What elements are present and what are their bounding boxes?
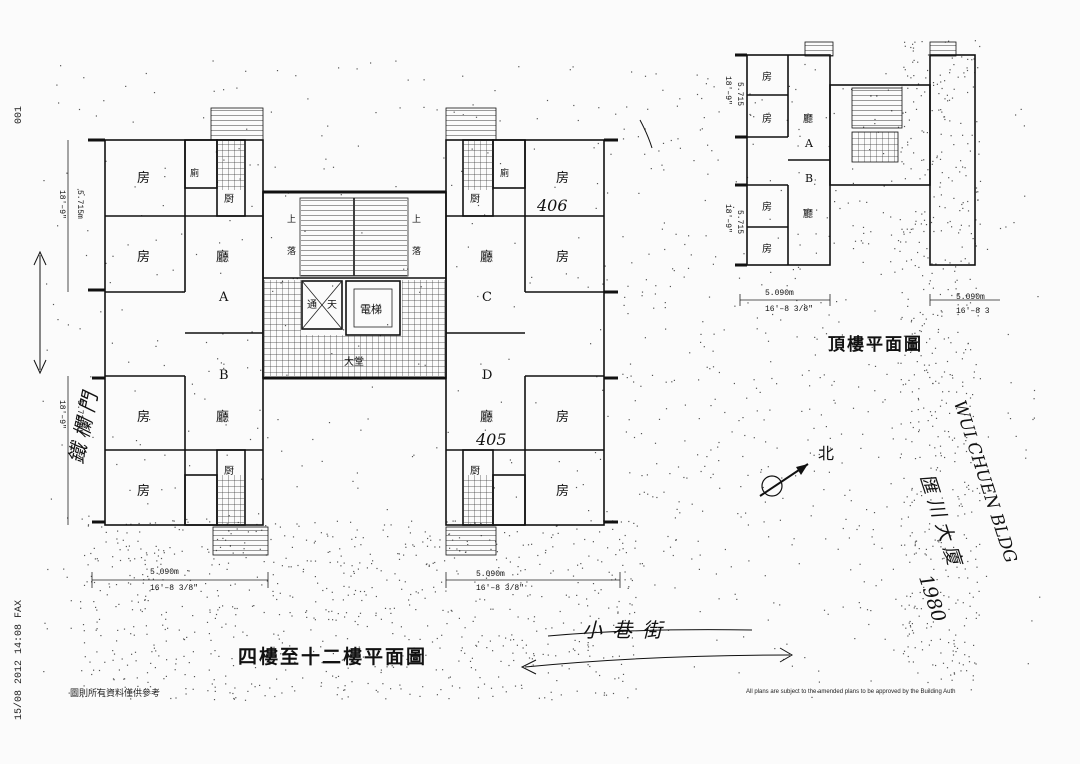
room-label: 房 — [137, 410, 151, 425]
roof-room-label: 房 — [762, 244, 772, 255]
main-plan-title: 四樓至十二樓平面圖 — [238, 646, 428, 668]
roof-dim-height-top-m: 5.715 — [735, 82, 744, 107]
light-well-label: 通 — [307, 300, 317, 311]
room-label: 房 — [137, 484, 151, 499]
roof-dim-right-ft: 16'–8 3 — [956, 307, 990, 316]
kitchen-label: 厨 — [470, 194, 480, 205]
kitchen-label: 厨 — [224, 466, 234, 477]
room-label: 房 — [137, 171, 151, 186]
dim-height-top-m: 5.715m — [75, 190, 84, 219]
stair-label: 落 — [287, 247, 297, 257]
footer-note-en: All plans are subject to the amended pla… — [746, 689, 956, 695]
roof-plan-title: 頂樓平面圖 — [828, 335, 923, 355]
roof-plan-walls — [735, 41, 1000, 306]
room-label: 房 — [556, 250, 570, 265]
living-room-label-c: 廳 — [480, 250, 494, 265]
roof-dim-height-top-ft: 18'–9" — [723, 76, 732, 105]
roof-dim-left-m: 5.090m — [765, 289, 794, 298]
dim-height-top-ft: 18'–9" — [57, 190, 66, 219]
roof-room-label: 房 — [762, 72, 772, 83]
elevator-label: 電梯 — [360, 303, 382, 316]
handwritten-arrows — [33, 119, 793, 675]
roof-room-label: 房 — [762, 114, 772, 125]
living-room-label-d: 廳 — [480, 410, 494, 425]
roof-living-label: 廳 — [803, 209, 813, 220]
unit-letter-b: B — [219, 368, 229, 383]
north-arrow — [759, 463, 809, 497]
bath-label: 廁 — [500, 169, 510, 179]
dim-height-bottom-ft: 18'–9" — [57, 400, 66, 429]
stair-label: 上 — [412, 215, 422, 225]
dim-width-left-ft: 16'–8 3/8" — [150, 584, 199, 593]
stair-label: 上 — [287, 215, 297, 225]
dim-width-right-ft: 16'–8 3/8" — [476, 584, 525, 593]
roof-living-label: 廳 — [803, 114, 813, 125]
roof-room-label: 房 — [762, 202, 772, 213]
unit-letter-a: A — [219, 290, 229, 305]
kitchen-label: 厨 — [224, 194, 234, 205]
roof-dim-right-m: 5.090m — [956, 293, 985, 302]
dim-width-left-m: 5.090m — [150, 568, 179, 577]
roof-dim-height-bottom-ft: 18'–9" — [723, 204, 732, 233]
living-room-label-a: 廳 — [216, 250, 230, 265]
room-label: 房 — [556, 484, 570, 499]
footer-note-zh: 圖則所有資料僅供參考 — [70, 688, 161, 698]
room-label: 房 — [556, 171, 570, 186]
roof-unit-b: B — [805, 172, 814, 185]
light-well-label: 天 — [327, 300, 337, 311]
room-label: 房 — [556, 410, 570, 425]
scan-noise — [42, 40, 1041, 701]
external-steps — [210, 107, 497, 556]
handwritten-bottom-note: 小巷街 — [582, 618, 672, 642]
unit-letter-d: D — [482, 368, 493, 383]
roof-dim-height-bottom-m: 5.715 — [735, 210, 744, 235]
fax-timestamp: 15/08 2012 14:08 FAX — [14, 599, 25, 720]
living-room-label-b: 廳 — [216, 410, 230, 425]
north-label: 北 — [818, 444, 835, 463]
room-label: 房 — [137, 250, 151, 265]
fax-page-id: 001 — [14, 105, 25, 124]
tiled-areas — [217, 140, 493, 525]
dim-width-right-m: 5.090m — [476, 570, 505, 579]
lobby-label: 大堂 — [344, 357, 364, 368]
handwritten-unit-406: 406 — [537, 196, 568, 215]
kitchen-label: 厨 — [470, 466, 480, 477]
bath-label: 廁 — [190, 169, 200, 179]
unit-letter-c: C — [482, 290, 492, 305]
stair-label: 落 — [412, 247, 422, 257]
main-dimension-lines — [67, 140, 621, 588]
handwritten-unit-405: 405 — [476, 430, 507, 449]
roof-unit-a: A — [805, 137, 813, 150]
roof-dim-left-ft: 16'–8 3/8" — [765, 305, 814, 314]
